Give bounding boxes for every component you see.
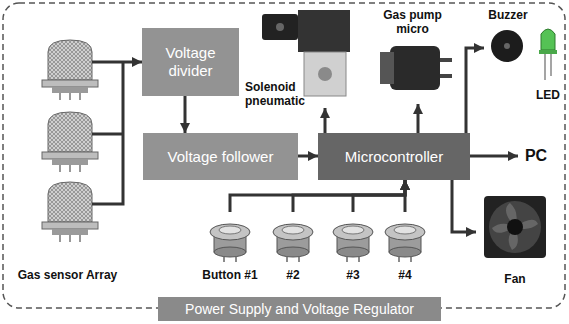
led: LED [532,22,564,102]
part-label: Gas pump micro [381,8,445,36]
solenoid-valve: Solenoid pneumatic [245,8,360,108]
push-button: Button #1 [198,212,262,282]
signal-arrow [452,180,476,232]
microcontroller-box: Microcontroller [318,133,470,180]
signal-arrow [417,104,420,133]
push-button: #2 [268,212,318,282]
box-label: Power Supply and Voltage Regulator [185,300,414,318]
box-label: Voltage divider [148,44,233,80]
signal-arrow [298,155,318,158]
signal-arrow [230,180,405,212]
signal-arrow [466,48,484,133]
signal-arrow [324,108,327,133]
signal-arrow [125,61,142,64]
power-band: Power Supply and Voltage Regulator [158,297,441,321]
gas-pump: Gas pump micro [365,8,460,104]
part-label: Buzzer [488,8,527,22]
pc-label: PC [518,145,554,167]
part-label: #2 [286,268,299,282]
fan: Fan [476,192,554,286]
buzzer: Buzzer [484,8,532,64]
process-box: Voltage follower [143,133,298,180]
box-label: Voltage follower [168,148,274,166]
part-label: Solenoid pneumatic [245,80,313,108]
part-label: Gas sensor Array [18,268,118,282]
part-label: PC [525,147,547,165]
signal-arrow [184,96,187,133]
part-label: Button #1 [202,268,257,282]
signal-arrow [470,155,518,158]
box-label: Microcontroller [345,148,443,166]
part-label: Fan [504,272,525,286]
part-label: LED [536,88,560,102]
signal-arrow [293,180,405,212]
push-button: #3 [328,212,378,282]
sensor-array: Gas sensor Array [10,28,125,282]
part-label: #4 [398,268,411,282]
process-box: Voltage divider [142,28,239,96]
signal-arrow [404,180,407,212]
signal-arrow [353,180,405,212]
push-button: #4 [380,212,430,282]
part-label: #3 [346,268,359,282]
